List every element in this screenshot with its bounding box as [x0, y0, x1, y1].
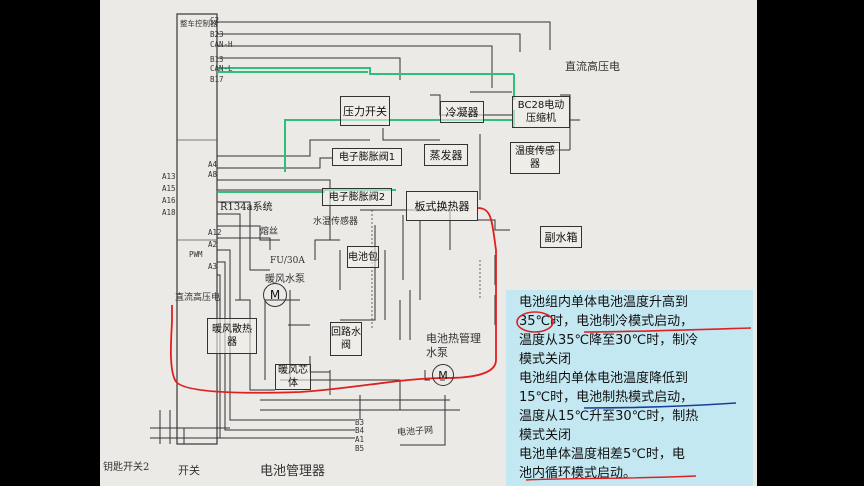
compressor-box: BC28电动压缩机 — [512, 96, 570, 128]
red-path — [169, 207, 497, 394]
pressure-switch-box: 压力开关 — [340, 96, 390, 126]
pin-a12: A12 — [208, 228, 222, 237]
pin-a8: A8 — [208, 170, 218, 179]
pin-b4: B4 — [355, 426, 365, 435]
key-switch-label: 钥匙开关2 — [103, 462, 150, 473]
pin-a3: A3 — [208, 262, 218, 271]
pin-b23: B23 — [210, 30, 224, 39]
condenser-box: 冷凝器 — [440, 101, 484, 123]
water-temp-sensor-label: 水温传感器 — [313, 217, 359, 227]
mgmt-pump-label: 电池热管理水泵 — [426, 332, 481, 359]
temp-sensor-box: 温度传感器 — [510, 142, 560, 174]
evaporator-box: 蒸发器 — [424, 144, 468, 166]
warm-pump-motor-icon: M — [263, 283, 287, 307]
note-line-4: 模式关闭 — [519, 352, 572, 367]
switch-label: 开关 — [178, 464, 200, 477]
expansion-valve-2-box: 电子膨胀阀2 — [322, 188, 392, 206]
pin-a18: A18 — [162, 208, 176, 217]
dc-high-voltage-note: 直流高压电 — [565, 60, 620, 73]
refrigerant-label: R134a系统 — [220, 202, 273, 213]
note-line-6: 15℃时，电池制热模式启动， — [519, 390, 694, 405]
pin-b13: B13 — [210, 55, 224, 64]
plate-heat-exchanger-box: 板式换热器 — [406, 191, 478, 221]
pin-a16: A16 — [162, 196, 176, 205]
mgmt-pump-motor-letter: M — [438, 368, 448, 382]
note-line-7: 温度从15℃升至30℃时，制热 — [519, 409, 699, 424]
expansion-valve-1-box: 电子膨胀阀1 — [332, 148, 402, 166]
note-line-5: 电池组内单体电池温度降低到 — [519, 371, 689, 386]
pin-b17: B17 — [210, 75, 224, 84]
fuse-label: 熔丝 — [260, 227, 279, 237]
warm-pump-motor-letter: M — [269, 288, 281, 302]
note-line-2: 35℃时，电池制冷模式启动， — [519, 314, 694, 329]
pin-b3: B3 — [355, 418, 365, 427]
mgmt-pump-motor-icon: M — [432, 364, 454, 386]
pin-can-h: CAN-H — [210, 40, 233, 49]
pin-a13: A13 — [162, 172, 176, 181]
diagram-photo: 整车控制器 C2 B23 CAN-H B13 CAN-L B17 A4 A8 A… — [100, 0, 757, 486]
green-path — [217, 67, 515, 193]
pin-a4: A4 — [208, 160, 218, 169]
note-line-1: 电池组内单体电池温度升高到 — [519, 295, 689, 310]
note-line-10: 池内循环模式启动。 — [519, 466, 637, 481]
wiring-lines — [150, 13, 580, 446]
bms-label: 电池管理器 — [260, 464, 326, 479]
dc-hv-left: 直流高压电 — [175, 293, 221, 303]
battery-pack-box: 电池包 — [347, 246, 379, 268]
black-wires — [150, 21, 580, 446]
pin-a15: A15 — [162, 184, 176, 193]
pin-a1: A1 — [355, 435, 365, 444]
note-line-8: 模式关闭 — [519, 428, 572, 443]
pin-b5: B5 — [355, 444, 365, 453]
pin-a2: A2 — [208, 240, 218, 249]
warm-core-box: 暖风芯体 — [275, 364, 311, 390]
note-line-9: 电池单体温度相差5℃时，电 — [519, 447, 685, 462]
warm-pump-label: 暖风水泵 — [265, 274, 305, 285]
fuse-rating: FU/30A — [270, 256, 305, 266]
explanation-note: 电池组内单体电池温度升高到 35℃时，电池制冷模式启动， 温度从35℃降至30℃… — [506, 290, 753, 486]
loop-valve-box: 回路水阀 — [330, 322, 362, 356]
network-note: 电池子网 — [396, 425, 434, 439]
pin-pwm: PWM — [189, 250, 203, 259]
heat-core-box: 暖风散热器 — [207, 318, 257, 354]
controller-body — [176, 13, 218, 445]
aux-tank-box: 副水箱 — [540, 226, 582, 248]
note-line-3: 温度从35℃降至30℃时，制冷 — [519, 333, 699, 348]
controller-label: 整车控制器 — [180, 19, 218, 28]
pin-c2: C2 — [210, 16, 220, 25]
pin-can-l: CAN-L — [210, 64, 233, 73]
